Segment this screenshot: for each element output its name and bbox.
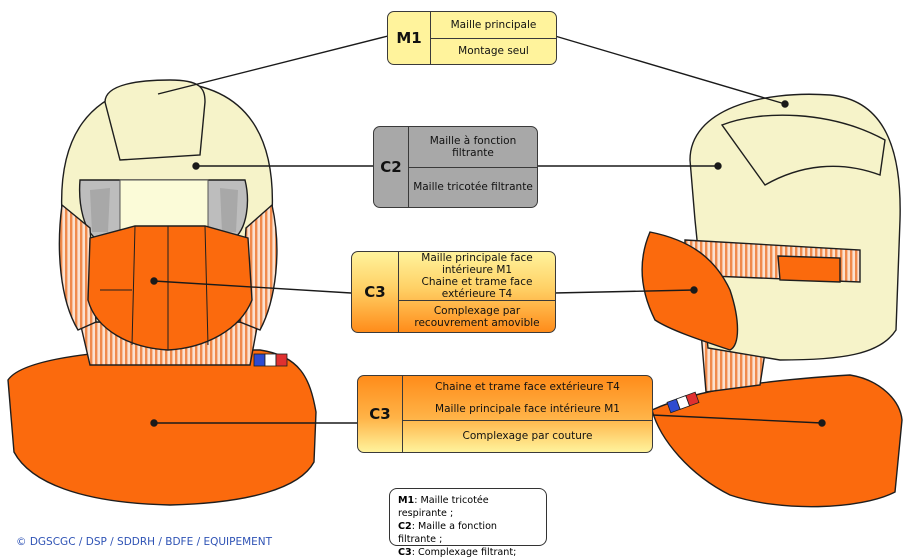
box-line: Maille principale face intérieure M1 — [421, 252, 533, 276]
box-line: Chaine et trame face extérieure T4 — [435, 380, 620, 393]
c3-mask-label-box: C3 Maille principale face intérieure M1 … — [351, 251, 556, 333]
box-line: Maille principale face intérieure M1 — [435, 402, 620, 415]
box-line: Montage seul — [431, 37, 556, 65]
box-line: Complexage par recouvrement amovible — [399, 300, 555, 332]
box-line: Maille à fonction filtrante — [429, 134, 517, 159]
legend-row: C2: Maille a fonction filtrante ; — [398, 521, 498, 545]
box-code: C3 — [358, 376, 403, 452]
c2-label-box: C2 Maille à fonction filtrante Maille tr… — [373, 126, 538, 208]
m1-label-box: M1 Maille principale Montage seul — [387, 11, 557, 65]
box-line: Maille principale — [450, 18, 537, 31]
box-code: C2 — [374, 127, 409, 207]
box-line: Maille tricotée filtrante — [409, 166, 537, 208]
legend-row: M1: Maille tricotée respirante ; — [398, 495, 489, 519]
legend-box: M1: Maille tricotée respirante ; C2: Mai… — [389, 488, 547, 558]
box-code: C3 — [352, 252, 399, 332]
box-line: Chaine et trame face extérieure T4 — [421, 276, 533, 300]
c3-collar-label-box: C3 Chaine et trame face extérieure T4 Ma… — [357, 375, 653, 453]
copyright-credit: © DGSCGC / DSP / SDDRH / BDFE / EQUIPEME… — [16, 536, 273, 548]
box-line: Complexage par couture — [403, 419, 652, 452]
side-view-illustration — [641, 93, 903, 508]
connector-lines — [150, 35, 826, 427]
legend-row: C3: Complexage filtrant; — [398, 547, 517, 558]
front-view-illustration — [7, 79, 317, 506]
box-code: M1 — [388, 12, 431, 64]
